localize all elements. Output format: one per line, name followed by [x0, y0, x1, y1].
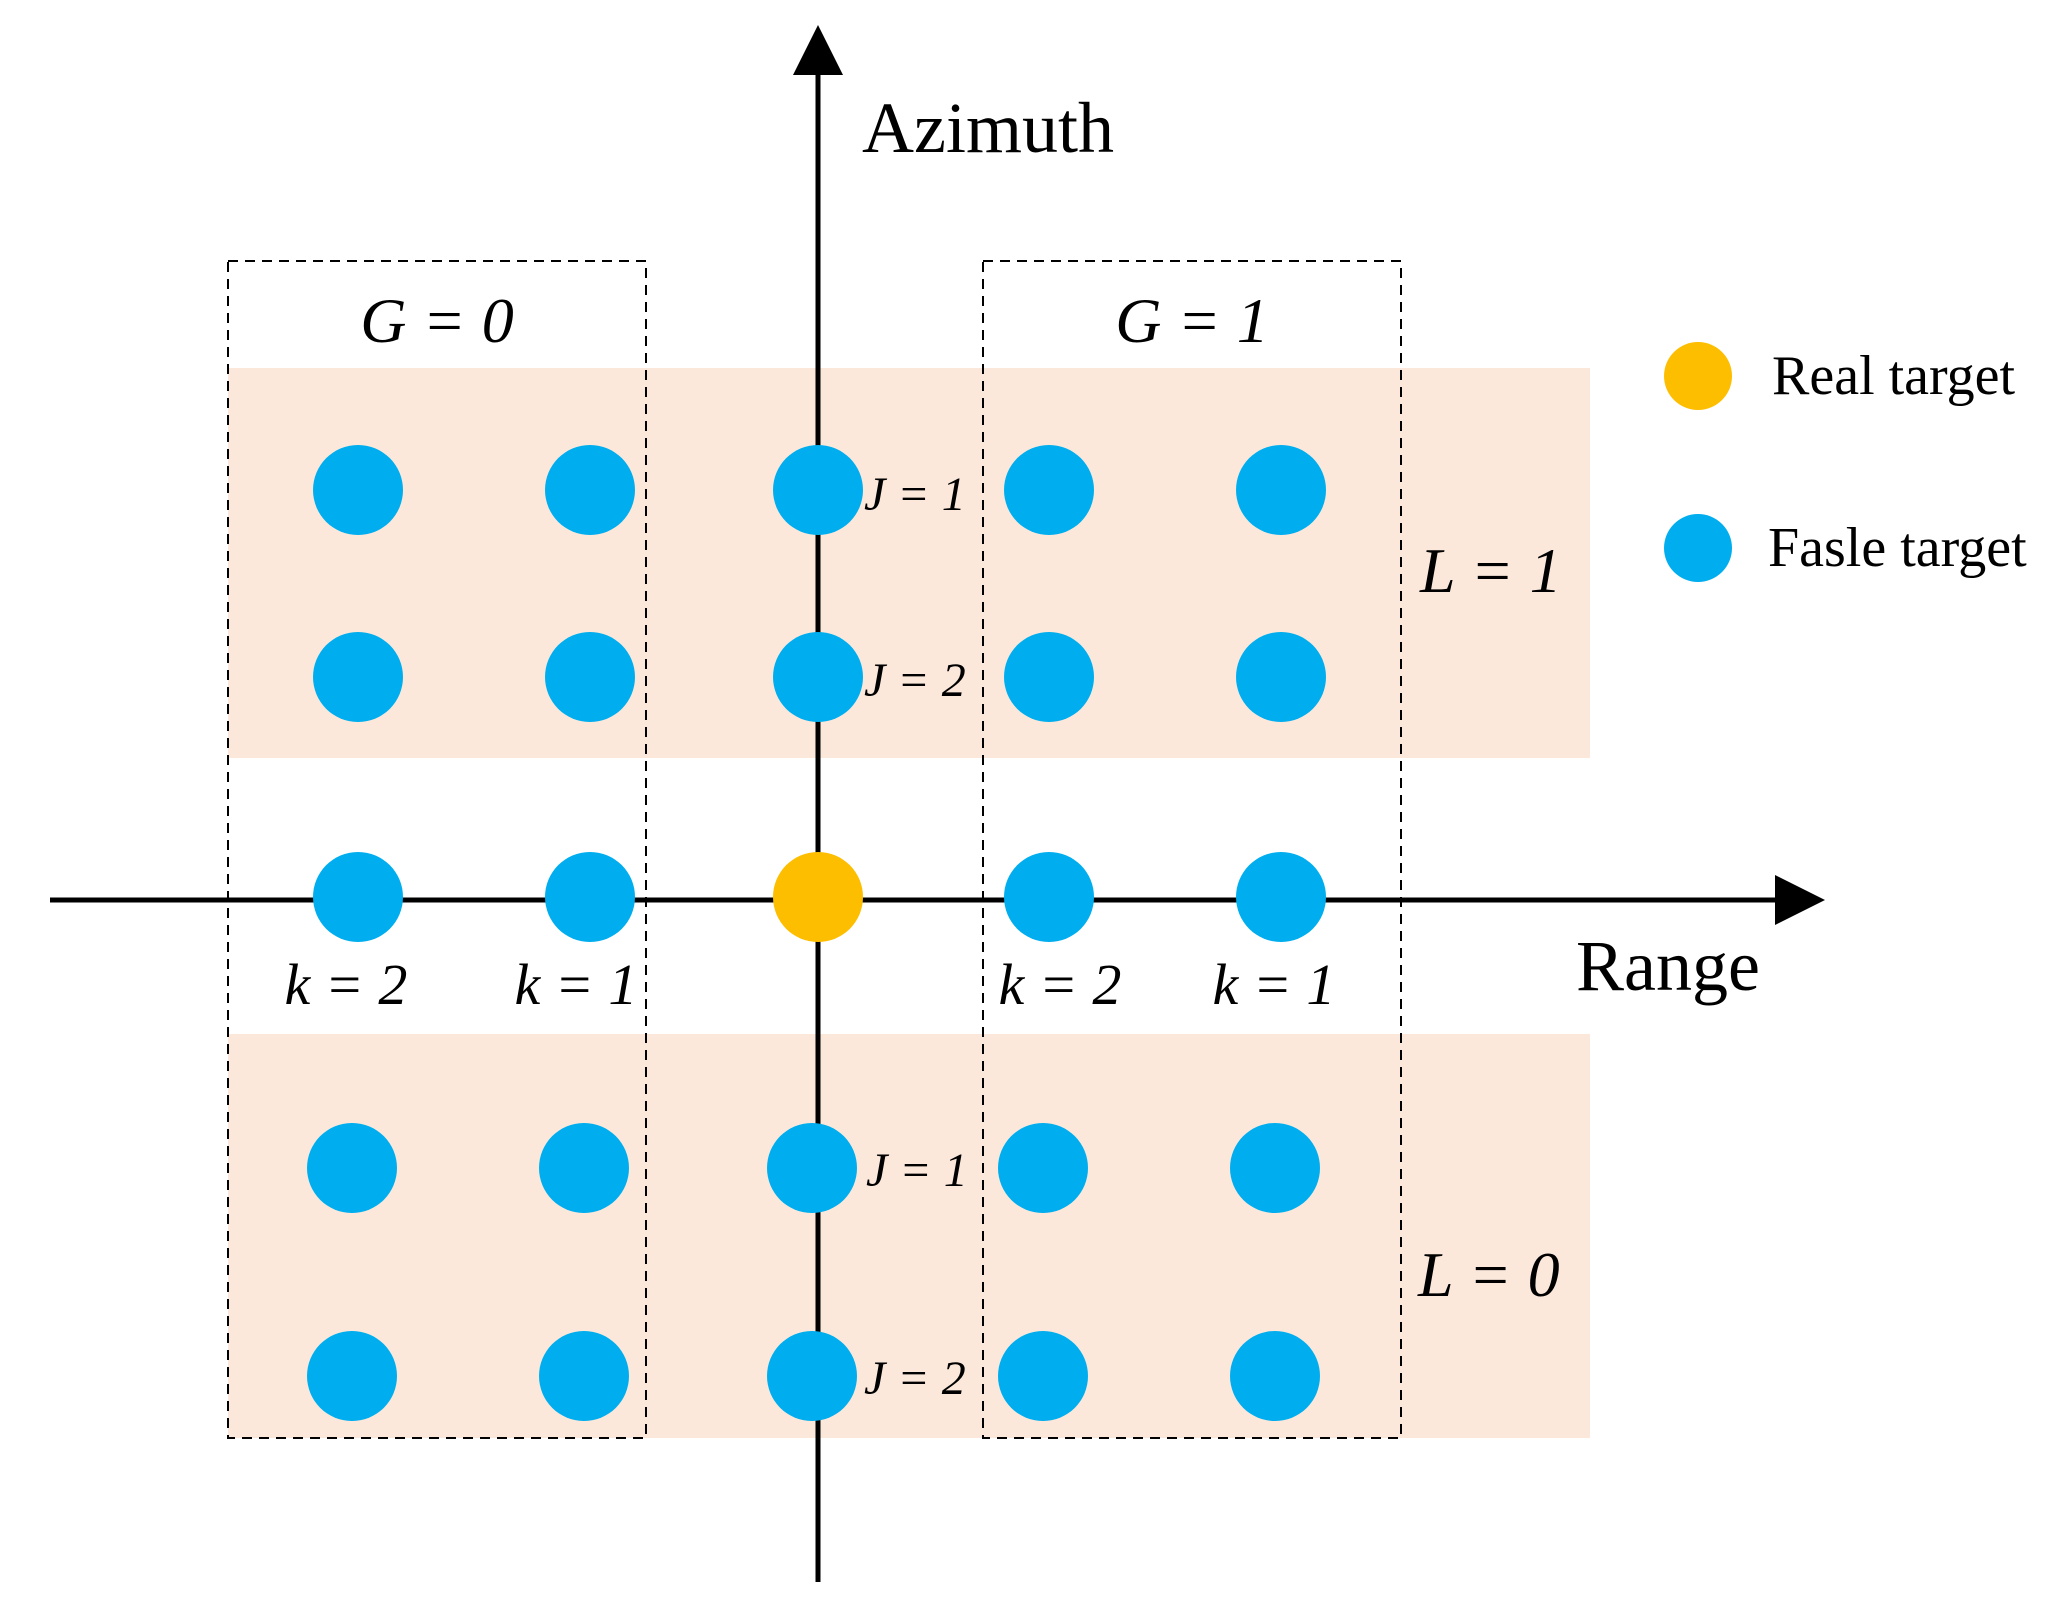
k-label-left-2: k = 2: [285, 952, 408, 1017]
band-l1: [228, 368, 1590, 758]
group-box-g0: [227, 260, 647, 1439]
legend-real-target-label: Real target: [1772, 345, 2016, 407]
false-target: [1004, 852, 1094, 942]
false-target: [767, 1331, 857, 1421]
false-target: [998, 1123, 1088, 1213]
j-label-lower-2: J = 2: [864, 1352, 966, 1405]
false-target: [1236, 632, 1326, 722]
false-target: [998, 1331, 1088, 1421]
false-target: [545, 632, 635, 722]
group-label-g1: G = 1: [1115, 285, 1268, 356]
false-target: [773, 445, 863, 535]
k-label-left-1: k = 1: [515, 952, 638, 1017]
false-target: [1230, 1123, 1320, 1213]
false-target: [539, 1331, 629, 1421]
false-target: [1004, 632, 1094, 722]
false-target: [313, 445, 403, 535]
real-target: [773, 852, 863, 942]
band-label-l0: L = 0: [1417, 1239, 1560, 1310]
false-target: [307, 1123, 397, 1213]
false-target: [307, 1331, 397, 1421]
k-label-right-2: k = 2: [999, 952, 1122, 1017]
false-target: [767, 1123, 857, 1213]
false-target: [1236, 445, 1326, 535]
false-target: [545, 445, 635, 535]
legend-false-target-swatch: [1664, 514, 1732, 582]
range-axis-label: Range: [1576, 926, 1760, 1006]
j-label-upper-2: J = 2: [864, 654, 966, 707]
legend-false-target-label: Fasle target: [1768, 517, 2027, 579]
group-label-g0: G = 0: [360, 285, 513, 356]
group-box-g1: [982, 260, 1402, 1439]
j-label-lower-1: J = 1: [866, 1144, 968, 1197]
false-target: [1230, 1331, 1320, 1421]
false-target: [773, 632, 863, 722]
false-target: [313, 852, 403, 942]
j-label-upper-1: J = 1: [864, 468, 966, 521]
false-target: [1004, 445, 1094, 535]
false-target: [1236, 852, 1326, 942]
false-target: [545, 852, 635, 942]
legend: Real target Fasle target: [1664, 342, 2027, 582]
band-label-l1: L = 1: [1419, 535, 1562, 606]
k-label-right-1: k = 1: [1213, 952, 1336, 1017]
band-l0: [228, 1034, 1590, 1438]
false-target: [313, 632, 403, 722]
false-target: [539, 1123, 629, 1213]
legend-real-target-swatch: [1664, 342, 1732, 410]
azimuth-axis-label: Azimuth: [862, 88, 1114, 168]
